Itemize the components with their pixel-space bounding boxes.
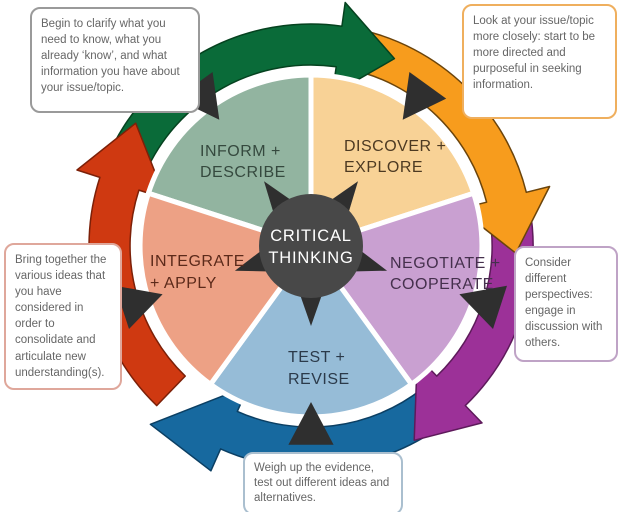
callout-integrate-text: Bring together the various ideas that yo… (15, 254, 107, 379)
callout-negotiate-text: Consider different perspectives: engage … (525, 257, 603, 350)
wedge-label-integrate-line2: + APPLY (150, 275, 217, 292)
callout-test: Weigh up the evidence, test out differen… (243, 452, 403, 512)
wedge-label-negotiate-line2: COOPERATE (390, 276, 494, 293)
callout-negotiate: Consider different perspectives: engage … (514, 246, 618, 362)
callout-inform: Begin to clarify what you need to know, … (30, 7, 200, 113)
critical-thinking-circle (259, 194, 363, 298)
callout-discover-text: Look at your issue/topic more closely: s… (473, 15, 596, 92)
center-label-line1: CRITICAL (270, 227, 352, 245)
wedge-label-test-line2: REVISE (288, 371, 350, 388)
rim-arrowhead-negotiate-icon (459, 285, 507, 329)
callout-integrate: Bring together the various ideas that yo… (4, 243, 122, 390)
wedge-label-discover-line1: DISCOVER + (344, 138, 446, 155)
wedge-label-test-line1: TEST + (288, 349, 345, 366)
center-label-line2: THINKING (268, 249, 353, 267)
rim-arrowhead-integrate-icon (115, 285, 163, 329)
wedge-label-inform-line1: INFORM + (200, 143, 281, 160)
wedge-label-discover-line2: EXPLORE (344, 159, 423, 176)
wedge-label-negotiate-line1: NEGOTIATE + (390, 255, 501, 272)
callout-discover: Look at your issue/topic more closely: s… (462, 4, 617, 119)
rim-arrowhead-discover-icon (402, 72, 447, 120)
rim-arrowhead-test-icon (288, 402, 334, 445)
callout-test-text: Weigh up the evidence, test out differen… (254, 462, 390, 504)
callout-inform-text: Begin to clarify what you need to know, … (41, 18, 180, 95)
wedge-label-integrate-line1: INTEGRATE (150, 253, 245, 270)
wedge-label-inform-line2: DESCRIBE (200, 164, 286, 181)
